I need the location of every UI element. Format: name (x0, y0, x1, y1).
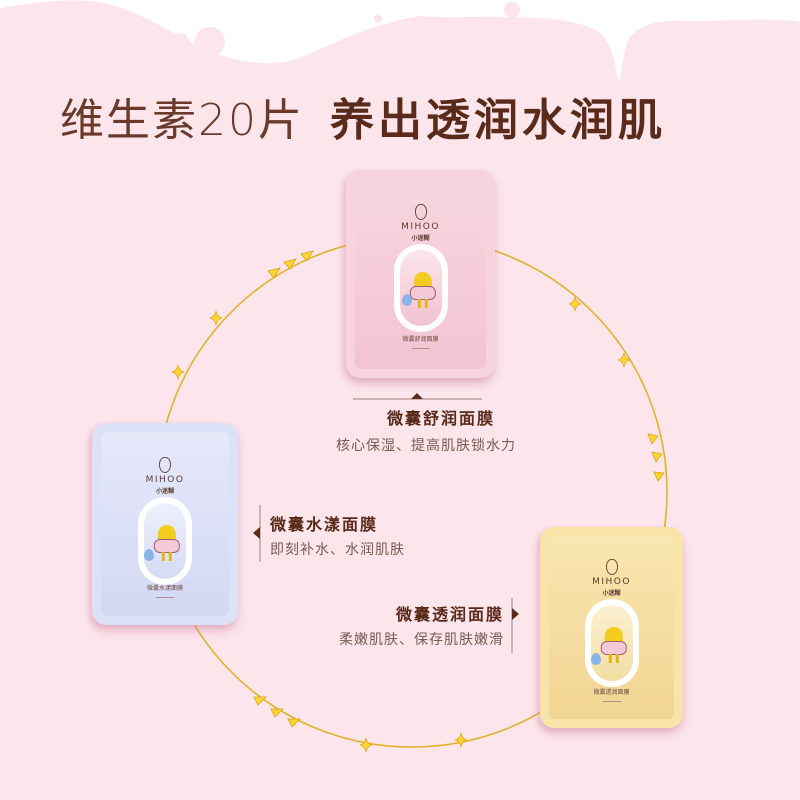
product-description: 柔嫩肌肤、保存肌肤嫩滑 (339, 632, 504, 648)
packet-brand: MIHOO (592, 577, 631, 587)
product-label-shurun: 微囊舒润面膜 核心保湿、提高肌肤锁水力 (336, 405, 531, 455)
packet-brand-cn: 小迷糊 (155, 488, 174, 495)
sparkle-icons (171, 296, 631, 753)
headline-bold: 养出透润水润肌 (330, 95, 666, 146)
water-drop-icon (144, 549, 154, 561)
packet-brand: MIHOO (145, 475, 185, 485)
packet-brand: MIHOO (401, 222, 440, 232)
product-title: 微囊透润面膜 (395, 605, 504, 624)
packet-window (393, 244, 448, 332)
pear-logo-icon (414, 204, 427, 220)
water-drop-icon (401, 294, 412, 306)
packet-blue: MIHOO 小迷糊 微囊水漾面膜 (92, 423, 238, 625)
pointer-up-icon (411, 393, 423, 399)
mascot-icon (409, 272, 436, 308)
water-drop-icon (590, 653, 601, 665)
product-description: 即刻补水、水润肌肤 (270, 542, 405, 558)
packet-label: 微囊水漾面膜 (146, 585, 183, 592)
product-title: 微囊舒润面膜 (386, 409, 495, 428)
product-description: 核心保湿、提高肌肤锁水力 (336, 438, 516, 454)
pointer-right-icon (512, 608, 519, 620)
packet-yellow: MIHOO 小迷糊 微囊透润面膜 (540, 527, 683, 728)
packet-pink: MIHOO 小迷糊 微囊舒润面膜 (346, 170, 495, 378)
arrow-icons (253, 250, 665, 728)
packet-label: 微囊透润面膜 (593, 689, 630, 696)
pear-logo-icon (605, 559, 618, 575)
mascot-icon (153, 525, 180, 561)
top-white-wave (0, 0, 800, 80)
packet-window (138, 497, 192, 585)
headline: 维生素20片 养出透润水润肌 (60, 86, 760, 146)
pointer-left-icon (253, 527, 260, 539)
packet-label: 微囊舒润面膜 (402, 336, 439, 343)
headline-light: 维生素20片 (60, 95, 304, 146)
product-label-tourun: 微囊透润面膜 柔嫩肌肤、保存肌肤嫩滑 (339, 601, 504, 649)
product-title: 微囊水漾面膜 (270, 515, 379, 534)
packet-brand-cn: 小迷糊 (602, 590, 621, 597)
packet-window (584, 599, 639, 687)
product-label-shuiyang: 微囊水漾面膜 即刻补水、水润肌肤 (270, 511, 405, 559)
packet-brand-cn: 小迷糊 (411, 235, 430, 242)
pear-logo-icon (159, 457, 171, 473)
mascot-icon (600, 627, 627, 663)
